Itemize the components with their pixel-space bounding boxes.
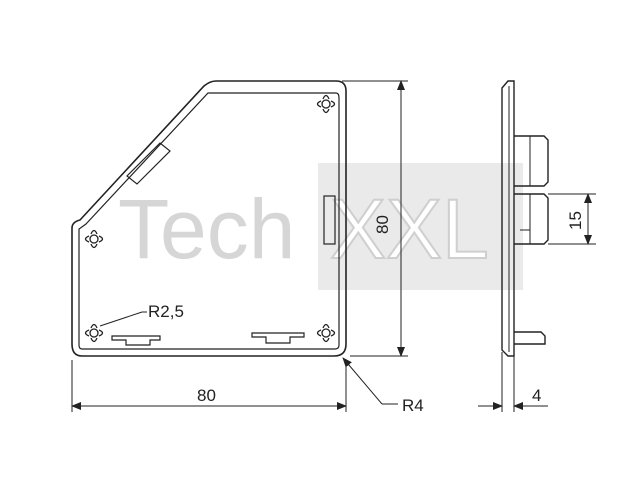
dim-width [71, 360, 347, 412]
screw-holes [84, 94, 336, 343]
front-inner-contour [78, 92, 340, 350]
screw-hole-bottom-left [84, 323, 104, 343]
leader-r4 [342, 357, 398, 405]
watermark-tech: Tech [118, 182, 295, 276]
watermark-box [318, 163, 523, 290]
front-view [71, 80, 347, 357]
screw-hole-bottom-right [316, 323, 336, 343]
front-bottom-slot-right [251, 332, 305, 344]
dim-hole-radius-label: R2,5 [148, 302, 184, 321]
dim-corner-radius-label: R4 [402, 396, 424, 415]
dim-slot-label: 15 [566, 211, 585, 230]
leader-r25 [99, 311, 147, 327]
dim-thickness [478, 352, 548, 412]
dim-height-label: 80 [373, 215, 392, 234]
side-tab-bottom [514, 331, 546, 345]
side-peg-lower [514, 193, 549, 245]
watermark-xxl: XXL [330, 182, 489, 276]
screw-hole-mid-left [84, 229, 104, 249]
front-slanted-slot [126, 142, 171, 185]
watermark: Tech XXL [118, 163, 523, 290]
dim-height [342, 80, 408, 357]
dim-width-label: 80 [197, 386, 216, 405]
dim-thickness-label: 4 [532, 386, 541, 405]
front-vertical-slot [323, 195, 336, 245]
side-view [501, 80, 549, 357]
front-bottom-slot-left [111, 335, 161, 346]
screw-hole-top-right [316, 94, 336, 114]
dim-slot [548, 193, 596, 245]
front-outer-contour [71, 80, 347, 357]
side-peg-upper [514, 135, 549, 187]
